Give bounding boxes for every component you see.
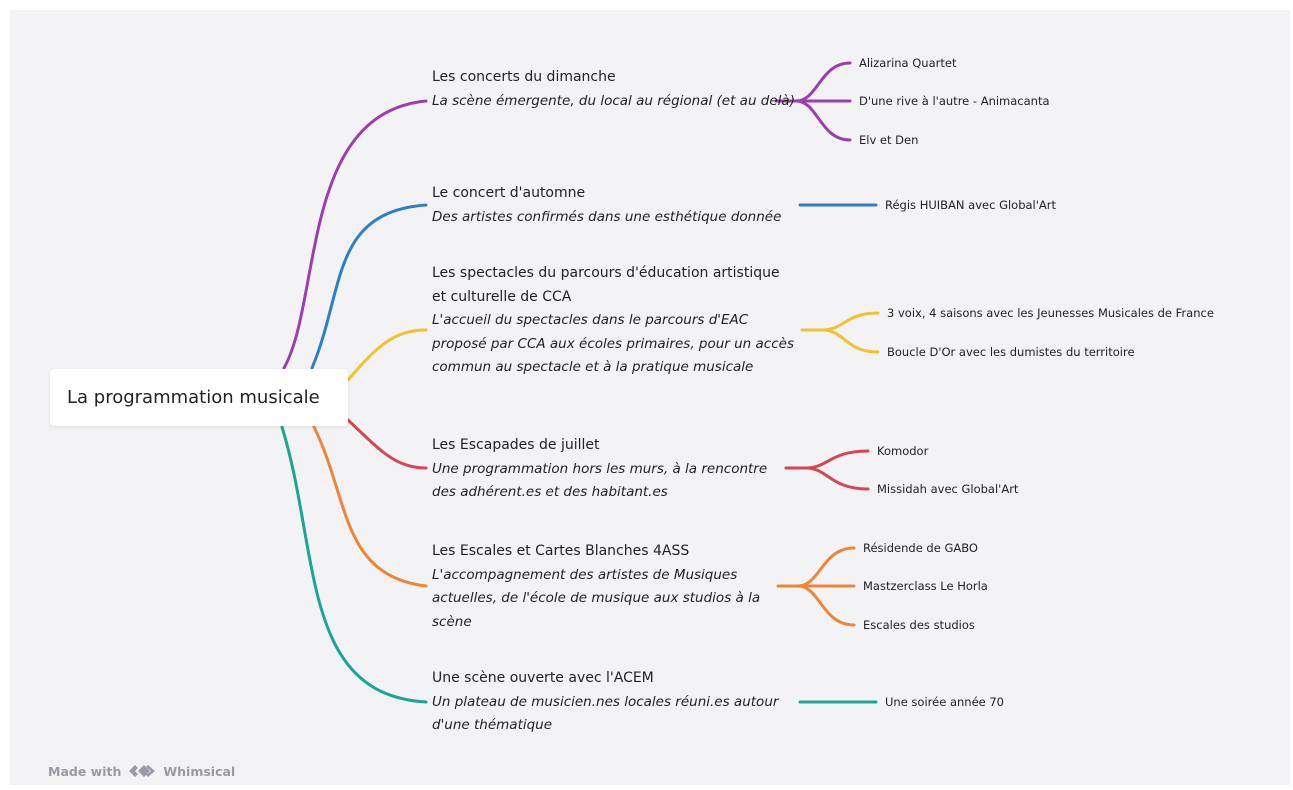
connector-leaf-komodor	[784, 449, 870, 470]
made-with-whimsical-badge[interactable]: Made with Whimsical	[48, 762, 235, 780]
branch-node-spectacles-eac[interactable]: Les spectacles du parcours d'éducation a…	[432, 262, 794, 380]
branch-node-escales[interactable]: Les Escales et Cartes Blanches 4ASS L'ac…	[432, 540, 767, 634]
root-node[interactable]: La programmation musicale	[50, 369, 348, 426]
whimsical-logo-icon	[127, 762, 157, 780]
leaf-node[interactable]: Boucle D'Or avec les dumistes du territo…	[887, 345, 1135, 359]
connector-root-concert-automne	[310, 203, 428, 370]
leaf-node[interactable]: Mastzerclass Le Horla	[863, 579, 988, 593]
connector-root-escales	[312, 425, 428, 588]
branch-subtitle: La scène émergente, du local au régional…	[432, 92, 795, 109]
branch-title: Les concerts du dimanche	[432, 69, 616, 85]
connector-leaf-studios	[796, 584, 856, 627]
branch-title: Les Escapades de juillet	[432, 437, 600, 453]
branch-node-escapades[interactable]: Les Escapades de juillet Une programmati…	[432, 434, 787, 505]
connector-leaf-3voix	[800, 311, 880, 332]
connector-root-concerts-dimanche	[282, 99, 428, 370]
leaf-node[interactable]: 3 voix, 4 saisons avec les Jeunesses Mus…	[887, 306, 1214, 320]
leaf-node[interactable]: Komodor	[877, 444, 929, 458]
branch-title: Les spectacles du parcours d'éducation a…	[432, 265, 780, 305]
branch-title: Les Escales et Cartes Blanches 4ASS	[432, 543, 690, 559]
root-node-label: La programmation musicale	[67, 387, 320, 408]
branch-node-scene-ouverte[interactable]: Une scène ouverte avec l'ACEM Un plateau…	[432, 667, 802, 738]
branch-title: Le concert d'automne	[432, 185, 586, 201]
branch-subtitle: L'accueil du spectacles dans le parcours…	[432, 312, 794, 375]
leaf-node[interactable]: Une soirée année 70	[885, 695, 1005, 709]
connector-leaf-elv	[794, 99, 852, 142]
leaf-node[interactable]: D'une rive à l'autre - Animacanta	[859, 94, 1050, 108]
branch-subtitle: Un plateau de musicien.nes locales réuni…	[432, 693, 779, 734]
leaf-node[interactable]: Elv et Den	[859, 133, 919, 147]
branch-node-concert-automne[interactable]: Le concert d'automne Des artistes confir…	[432, 182, 802, 229]
leaf-node[interactable]: Résidende de GABO	[863, 541, 978, 555]
branch-subtitle: Une programmation hors les murs, à la re…	[432, 460, 768, 501]
leaf-node[interactable]: Escales des studios	[863, 618, 975, 632]
connector-leaf-gabo	[776, 546, 856, 588]
connector-root-spectacles-eac	[346, 328, 428, 382]
branch-subtitle: L'accompagnement des artistes de Musique…	[432, 566, 761, 630]
leaf-node[interactable]: Alizarina Quartet	[859, 56, 957, 70]
branch-node-concerts-dimanche[interactable]: Les concerts du dimanche La scène émerge…	[432, 66, 802, 113]
made-with-label: Made with	[48, 763, 122, 779]
connector-leaf-boucle	[820, 328, 880, 354]
whimsical-brand-label: Whimsical	[163, 763, 236, 779]
leaf-node[interactable]: Missidah avec Global'Art	[877, 482, 1019, 496]
leaf-node[interactable]: Régis HUIBAN avec Global'Art	[885, 198, 1057, 212]
connector-root-escapades	[346, 418, 428, 470]
connector-root-scene-ouverte	[280, 425, 428, 704]
branch-subtitle: Des artistes confirmés dans une esthétiq…	[432, 208, 782, 225]
branch-title: Une scène ouverte avec l'ACEM	[432, 670, 654, 686]
connector-leaf-missidah	[804, 466, 870, 491]
